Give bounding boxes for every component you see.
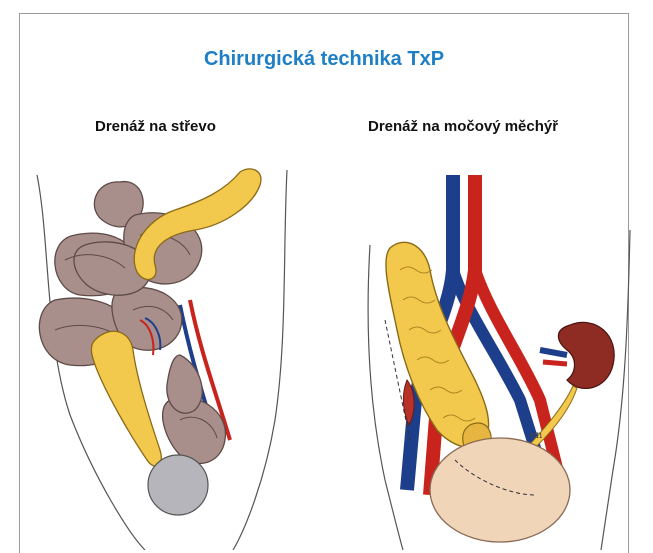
pancreas-graft-lower [91, 331, 161, 466]
bladder-right [430, 438, 570, 542]
svg-text:en: en [530, 430, 543, 441]
left-panel-label: Drenáž na střevo [95, 118, 216, 135]
body-outline-right [233, 170, 287, 550]
enteric-drainage-illustration [25, 150, 310, 550]
intestine-loop-8 [167, 355, 202, 413]
right-panel-label: Drenáž na močový měchýř [368, 118, 558, 135]
bladder-drainage-illustration: en [345, 150, 635, 550]
bladder-left [148, 455, 208, 515]
body-outline-right [601, 230, 630, 550]
figure-title: Chirurgická technika TxP [19, 48, 629, 71]
